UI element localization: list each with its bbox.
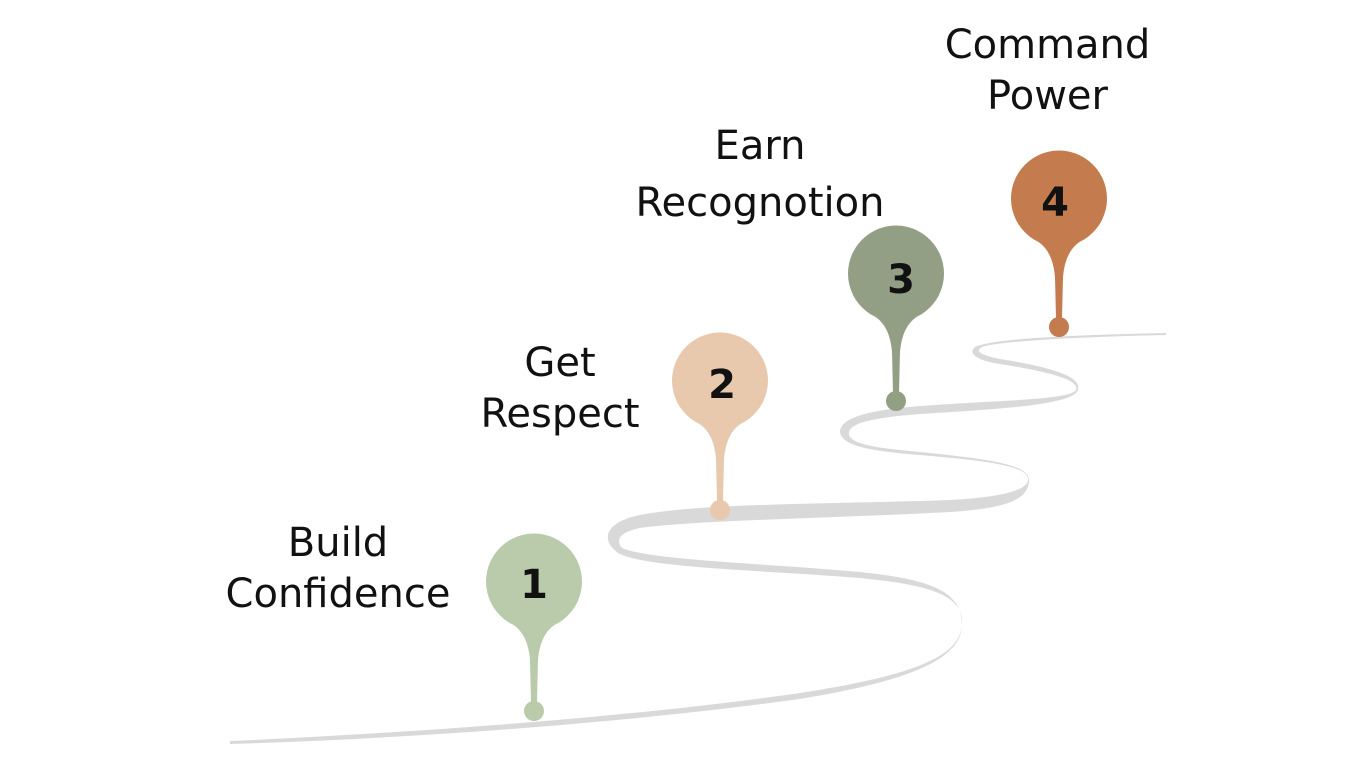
step-2-label: Get Respect	[455, 338, 665, 440]
pin-4-number: 4	[1041, 180, 1069, 226]
step-1-label-line1: Build	[287, 520, 389, 566]
pin-2-body	[672, 332, 768, 502]
pin-1-body	[486, 533, 582, 703]
pin-3: 3	[848, 225, 944, 411]
pin-1: 1	[486, 533, 582, 721]
pin-1-number: 1	[520, 562, 548, 608]
pin-4-drop	[1049, 317, 1069, 337]
step-1-label: Build Confidence	[200, 518, 476, 620]
pin-1-drop	[524, 701, 544, 721]
step-3-label-line1: Earn	[714, 123, 806, 169]
pin-4-body	[1011, 150, 1107, 318]
pin-3-drop	[886, 391, 906, 411]
pin-4: 4	[1011, 150, 1107, 337]
pin-3-number: 3	[887, 257, 915, 303]
step-2-label-line1: Get	[524, 340, 596, 386]
step-4-label-line1: Command	[944, 22, 1151, 68]
pin-2-drop	[710, 500, 730, 520]
step-4-label: Command Power	[915, 20, 1180, 122]
pin-2: 2	[672, 332, 768, 520]
pin-2-number: 2	[708, 362, 736, 408]
step-2-label-line2: Respect	[480, 391, 640, 437]
pin-3-body	[848, 225, 944, 393]
step-3-label: Earn Recognotion	[605, 121, 915, 229]
step-3-label-line2: Recognotion	[635, 180, 885, 226]
step-1-label-line2: Confidence	[225, 571, 451, 617]
step-4-label-line2: Power	[987, 73, 1108, 119]
